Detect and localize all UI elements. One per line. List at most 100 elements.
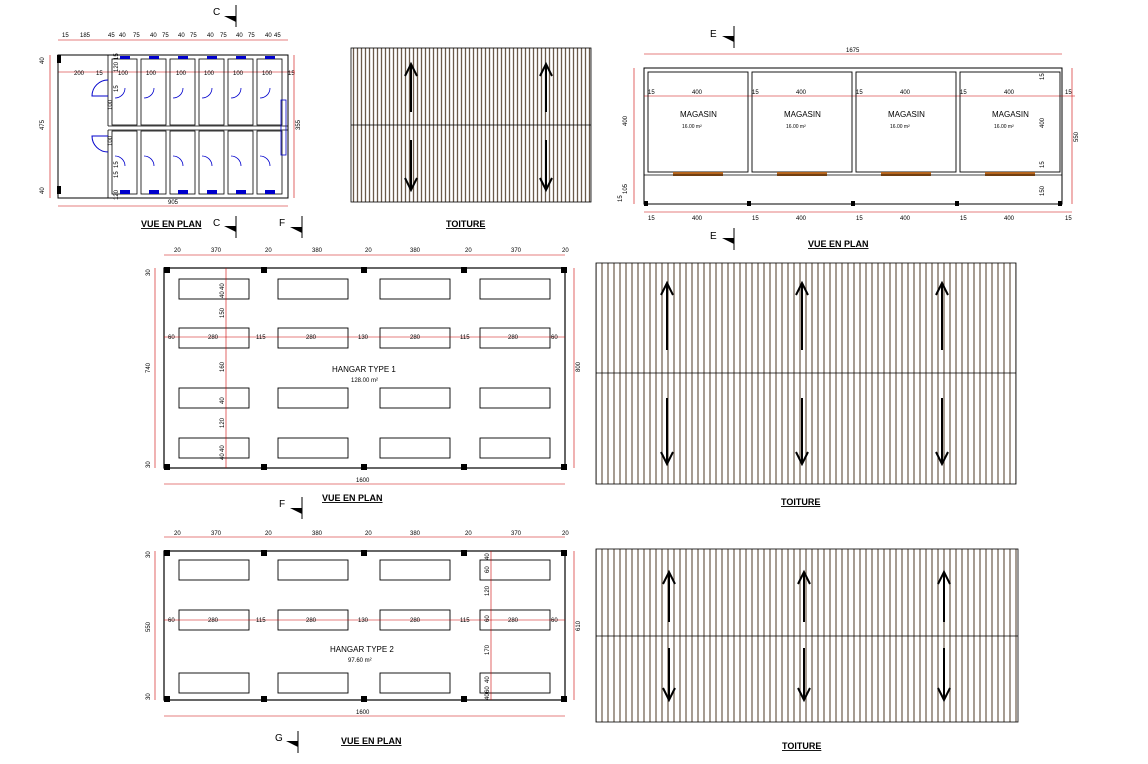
dim-label: 355 [296,119,302,130]
dim-label: 380 [410,248,421,254]
dim-label: 130 [358,618,369,624]
market-stall [178,278,250,300]
dim-label: 60 [168,618,175,624]
market-stall [178,437,250,459]
dim-label: 40 [119,33,126,39]
hangar-column [461,696,467,702]
market-stall [479,437,551,459]
dim-label: 20 [365,531,372,537]
market-stall [479,559,551,581]
cabin-door [114,87,126,99]
hangar-column [261,464,267,470]
dim-label: 30 [146,269,152,276]
dim-label: 905 [168,200,179,206]
dim-label: 370 [511,248,522,254]
market-stall [379,327,451,349]
hangar2-stalls [178,559,551,694]
dim-label: 100 [108,135,114,146]
roof-plan-small: TOITURE [350,47,592,229]
hangar2-roof-arrows [662,569,951,703]
slope-arrow-down [795,398,809,467]
market-stall [379,672,451,694]
market-stall [479,387,551,409]
dim-label: 20 [465,531,472,537]
dim-label: 15 [960,216,967,222]
dim-label: 610 [576,620,582,631]
dim-label: 115 [460,335,470,341]
dim-label: 40 [236,33,243,39]
dim-label: 100 [108,99,114,110]
vent [207,56,217,59]
dim-label: 280 [410,618,421,624]
market-stall [178,559,250,581]
hangar-column [361,696,367,702]
market-stall [277,327,349,349]
roof-plan-hangar1: TOITURE [595,262,1017,507]
slope-arrow-down [797,648,811,703]
section-marker-c-bottom: C [213,216,237,238]
dim-label: 20 [562,531,569,537]
magasin-column [644,201,648,206]
vent [149,56,159,59]
magasin-column [1058,201,1062,206]
dim-label: 40 [220,453,226,460]
dim-label: 40 [485,553,491,560]
slope-arrow-down [660,398,674,467]
dim-label: 100 [176,71,187,77]
dim-label: 15 [648,216,655,222]
slope-arrow-up [935,280,949,350]
dim-label: 200 [74,71,85,77]
dim-label: 60 [485,566,491,573]
market-stall [178,387,250,409]
section-marker-e-top: E [710,26,735,48]
cabin-door [172,87,184,99]
dim-label: 20 [174,248,181,254]
dim-label: 20 [562,248,569,254]
hangar-column [561,550,567,556]
dim-label: 400 [900,90,911,96]
slope-arrow-up [539,61,553,112]
dim-label: 75 [220,33,227,39]
section-marker-e-bottom: E [710,228,735,250]
dim-label: 40 [40,57,46,64]
dim-label: 475 [40,119,46,130]
dim-label: 15 [752,216,759,222]
dim-label: 370 [511,531,522,537]
magasin-unit [647,71,749,173]
cabin-door [201,155,213,167]
dim-label: 100 [118,71,129,77]
vent [178,190,188,194]
section-letter: E [710,231,717,242]
dim-label: 60 [551,618,558,624]
slope-arrow-up [404,61,418,112]
roof-hangar1-caption: TOITURE [781,497,820,507]
slope-arrow-up [660,280,674,350]
dim-label: 20 [265,531,272,537]
vent [265,56,275,59]
dim-label: 400 [900,216,911,222]
dim-label: 20 [465,248,472,254]
dim-label: 115 [256,335,266,341]
market-stall [479,278,551,300]
dim-label: 15 [114,85,120,92]
hangar1-stalls [178,278,551,459]
dim-label: 150 [220,307,226,318]
section-letter: C [213,218,220,229]
hangar1-area: 128.00 m² [351,378,378,384]
dim-label: 400 [623,115,629,126]
magasin-column [851,201,855,206]
dim-label: 280 [508,618,519,624]
market-stall [277,559,349,581]
hangar-column [461,464,467,470]
dim-label: 280 [208,618,219,624]
market-stall [277,387,349,409]
section-marker-f-bottom: F [279,497,303,519]
hangar2-caption: VUE EN PLAN [341,736,402,746]
vent [236,190,246,194]
dim-label: 120 [114,189,120,200]
slope-arrow-down [937,648,951,703]
